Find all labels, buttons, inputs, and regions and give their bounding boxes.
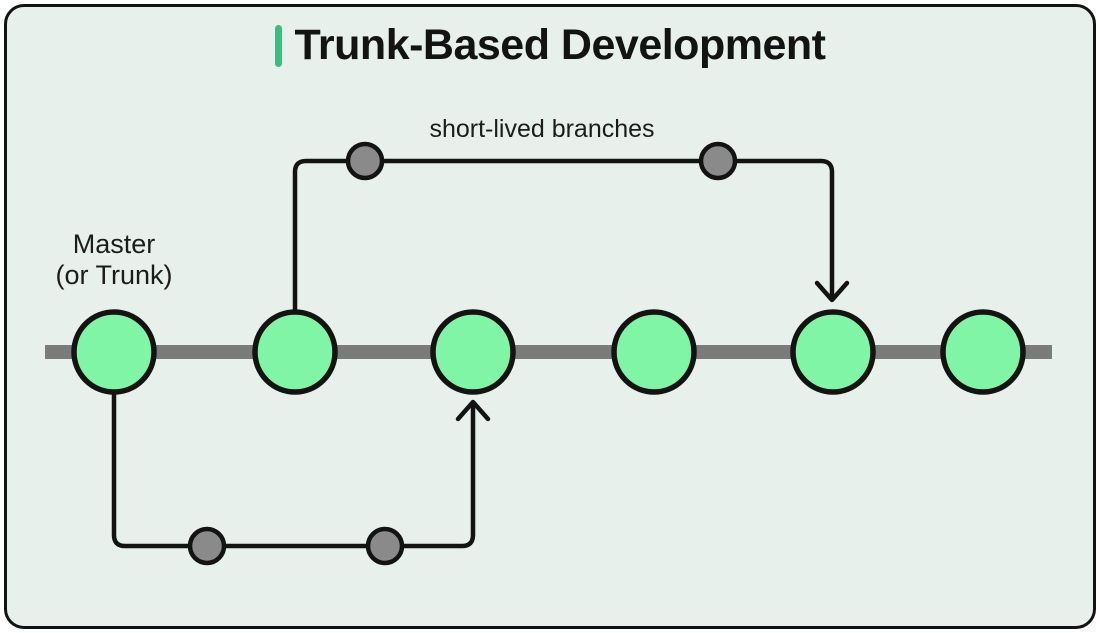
trunk-commit-6 [940, 309, 1026, 395]
branch-commit-top-1 [345, 141, 385, 181]
diagram-frame [4, 4, 1096, 629]
merge-arrowhead-up-icon [455, 399, 491, 422]
trunk-commit-4 [611, 309, 697, 395]
feature-branch-path-bottom [111, 391, 476, 549]
master-trunk-label: Master (or Trunk) [55, 229, 172, 291]
title-accent-bar [274, 24, 282, 67]
master-trunk-label-line1: Master [72, 229, 156, 259]
short-lived-branches-label: short-lived branches [429, 115, 655, 143]
trunk-commit-3 [430, 309, 516, 395]
master-trunk-label-line2: (or Trunk) [55, 260, 173, 290]
diagram-title: Trunk-Based Development [294, 21, 826, 69]
trunk-commit-1 [71, 309, 157, 395]
branch-commit-top-2 [698, 141, 738, 181]
feature-branch-path-top [292, 158, 835, 313]
branch-commit-bottom-1 [187, 526, 227, 566]
merge-arrowhead-down-icon [814, 280, 850, 303]
diagram-header: Trunk-Based Development [0, 21, 1100, 70]
branch-commit-bottom-2 [365, 526, 405, 566]
trunk-commit-2 [252, 309, 338, 395]
trunk-commit-5 [790, 309, 876, 395]
